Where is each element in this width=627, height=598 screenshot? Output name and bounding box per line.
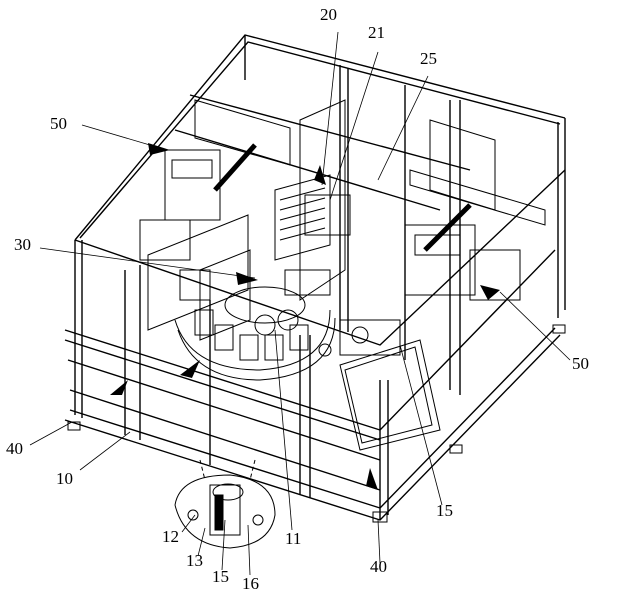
label-40-left: 40 bbox=[6, 439, 23, 458]
label-16: 16 bbox=[242, 574, 259, 593]
outer-frame bbox=[64, 34, 566, 521]
label-21: 21 bbox=[368, 23, 385, 42]
module-right bbox=[318, 203, 521, 357]
feet bbox=[67, 324, 566, 523]
turntable bbox=[174, 269, 336, 381]
label-30: 30 bbox=[14, 235, 31, 254]
label-15: 15 bbox=[436, 501, 453, 520]
panels bbox=[147, 99, 546, 451]
label-13: 13 bbox=[186, 551, 203, 570]
module-center-magazine bbox=[274, 174, 351, 296]
label-40-bottom: 40 bbox=[370, 557, 387, 576]
label-12: 12 bbox=[162, 527, 179, 546]
label-11: 11 bbox=[285, 529, 302, 548]
leader-lines bbox=[29, 31, 571, 576]
label-50-top: 50 bbox=[50, 114, 67, 133]
label-20: 20 bbox=[320, 5, 337, 24]
label-50-right: 50 bbox=[572, 354, 589, 373]
detail-circle bbox=[174, 459, 276, 549]
label-15-detail: 15 bbox=[212, 567, 229, 586]
module-left bbox=[139, 143, 257, 261]
arrows bbox=[110, 143, 500, 490]
label-25: 25 bbox=[420, 49, 437, 68]
label-10: 10 bbox=[56, 469, 73, 488]
